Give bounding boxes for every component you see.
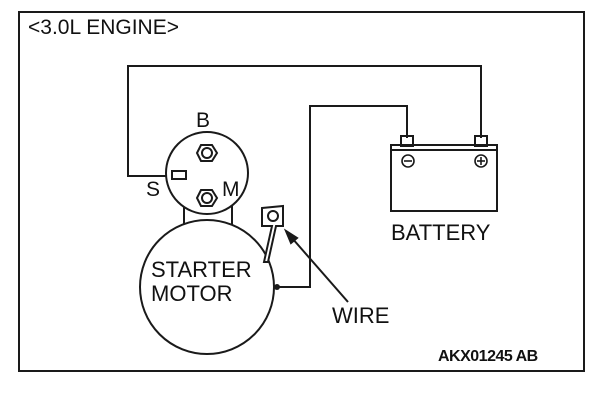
starter-label-line2: MOTOR: [151, 281, 233, 306]
terminal-m-label: M: [222, 178, 240, 201]
wire-leader-arrow: [283, 228, 299, 245]
terminal-b-label: B: [196, 109, 211, 132]
solenoid-body: [165, 131, 249, 215]
engine-title: <3.0L ENGINE>: [28, 16, 179, 39]
diagram-frame: [18, 11, 585, 372]
battery-label: BATTERY: [391, 220, 491, 245]
terminal-s-label: S: [146, 178, 161, 201]
battery-positive-symbol: [474, 154, 488, 168]
wire-connection-dot: [274, 284, 280, 290]
wire-bracket: [261, 204, 284, 263]
wire-label: WIRE: [332, 303, 390, 328]
battery-body: [390, 144, 498, 212]
battery-negative-symbol: [401, 154, 415, 168]
ground-wire: [277, 105, 408, 288]
terminal-s-tab: [171, 170, 187, 180]
starter-motor-label: STARTER MOTOR: [151, 258, 252, 306]
figure-code: AKX01245 AB: [438, 348, 538, 365]
starter-label-line1: STARTER: [151, 257, 252, 282]
s-terminal-wire: [127, 65, 482, 177]
wire-leader-line: [291, 237, 349, 303]
